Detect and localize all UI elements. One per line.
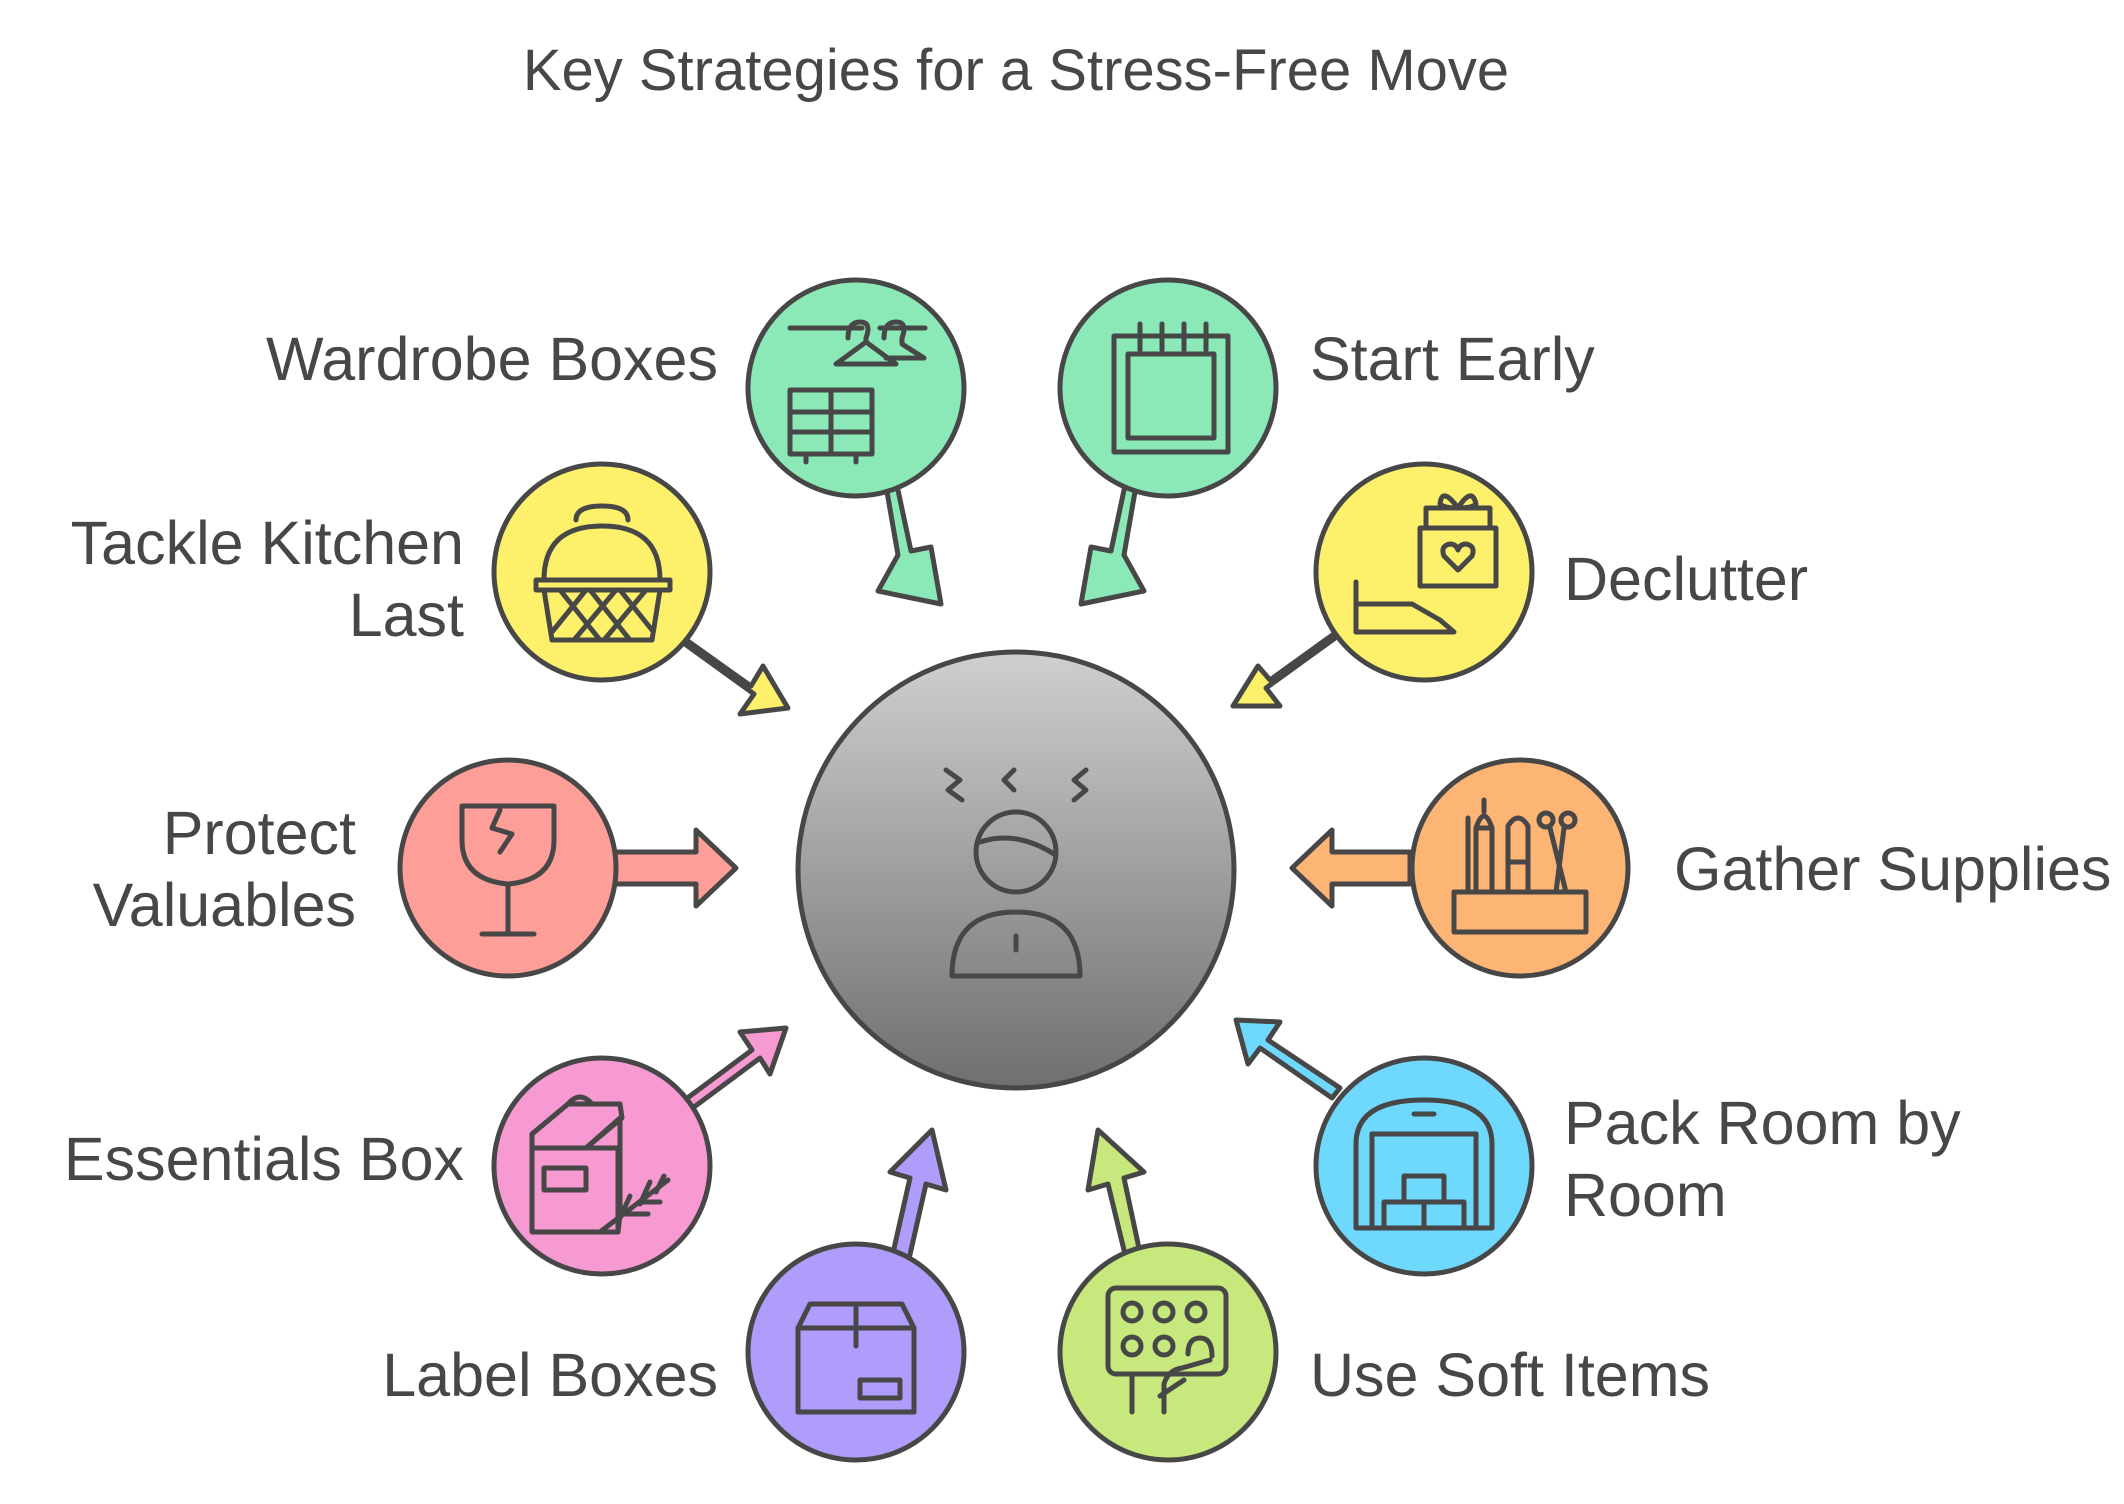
node-essentials	[491, 1055, 713, 1277]
label-room-line2: Room	[1564, 1161, 1727, 1229]
diagram-title: Key Strategies for a Stress-Free Move	[523, 38, 1509, 103]
node-start	[1057, 277, 1279, 499]
arrow-protect	[607, 827, 739, 909]
bubble-wrap-icon	[1105, 1285, 1229, 1415]
calendar-icon	[1111, 321, 1231, 455]
label-start: Start Early	[1310, 325, 1595, 393]
arrow-kitchen	[675, 631, 791, 717]
donate-gift-icon	[1353, 493, 1499, 635]
node-protect	[397, 757, 619, 979]
labeled-box-icon	[795, 1301, 917, 1415]
label-kitchen-line1: Tackle Kitchen	[71, 509, 464, 577]
node-kitchen	[491, 461, 713, 683]
label-declutter: Declutter	[1564, 545, 1808, 613]
arrow-essentials	[679, 1025, 789, 1113]
label-kitchen-line2: Last	[349, 581, 464, 649]
node-room	[1313, 1055, 1535, 1277]
label-wardrobe: Wardrobe Boxes	[266, 325, 718, 393]
label-room-line1: Pack Room by	[1564, 1089, 1961, 1157]
node-label	[745, 1241, 967, 1463]
label-supplies: Gather Supplies	[1674, 835, 2111, 903]
arrow-supplies	[1289, 827, 1413, 909]
label-protect-line2: Valuables	[93, 871, 356, 939]
arrow-room	[1233, 1017, 1343, 1101]
storage-room-icon	[1353, 1097, 1495, 1231]
basket-icon	[533, 503, 673, 643]
stressed-person-icon	[943, 767, 1089, 979]
node-soft	[1057, 1241, 1279, 1463]
label-label: Label Boxes	[382, 1341, 718, 1409]
node-wardrobe	[745, 277, 967, 499]
supplies-holder-icon	[1451, 797, 1589, 935]
arrow-declutter	[1230, 625, 1345, 709]
label-protect-line1: Protect	[163, 799, 356, 867]
node-declutter	[1313, 461, 1535, 683]
node-supplies	[1409, 757, 1631, 979]
center-node	[795, 649, 1237, 1091]
essentials-box-icon	[529, 1094, 671, 1235]
label-soft: Use Soft Items	[1310, 1341, 1710, 1409]
wardrobe-hanger-icon	[787, 319, 928, 465]
label-essentials: Essentials Box	[64, 1125, 464, 1193]
fragile-glass-icon	[459, 803, 557, 937]
